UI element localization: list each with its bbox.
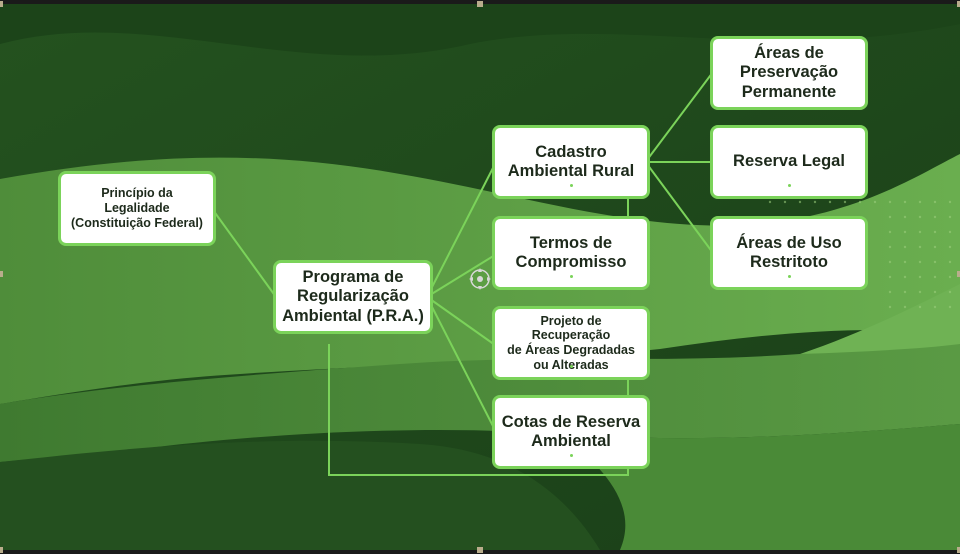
node-areas-uso-restrito[interactable]: Áreas de Uso Restritoto: [710, 216, 868, 290]
node-text-line: Reserva Legal: [733, 152, 845, 171]
link-pra-prad: [429, 298, 496, 346]
node-text-line: Compromisso: [515, 253, 627, 271]
resize-handle-bottom-right[interactable]: [957, 547, 960, 553]
move-handle-icon[interactable]: [469, 268, 491, 290]
node-text-line: (Constituição Federal): [71, 215, 203, 230]
node-text-line: Preservação: [739, 63, 839, 82]
resize-handle-top-center[interactable]: [477, 1, 483, 7]
resize-handle-top-left[interactable]: [0, 1, 3, 7]
node-text-line: Ambiental (P.R.A.): [282, 306, 424, 325]
node-text-line: Programa de: [302, 267, 404, 286]
node-text-line: Ambiental: [531, 432, 611, 450]
node-text-line: Áreas de: [754, 43, 824, 62]
connector-lines: [212, 71, 714, 476]
node-text-line: Princípio da Legalidade: [101, 186, 173, 216]
node-programa-regularizacao[interactable]: Programa de Regularização Ambiental (P.R…: [273, 260, 433, 334]
node-areas-preservacao-permanente[interactable]: Áreas de Preservação Permanente: [710, 36, 868, 110]
node-text-line: Restritoto: [750, 253, 828, 271]
resize-handle-middle-left[interactable]: [0, 271, 3, 277]
node-connector-dot: [570, 184, 573, 187]
node-text-line: Áreas de Uso: [736, 233, 842, 252]
resize-handle-bottom-center[interactable]: [477, 547, 483, 553]
node-principio-legalidade[interactable]: Princípio da Legalidade (Constituição Fe…: [58, 171, 216, 246]
link-pra-termos: [429, 254, 496, 296]
link-pra-bracket: [328, 344, 629, 476]
node-text-line: Cadastro: [535, 142, 607, 161]
resize-handle-bottom-left[interactable]: [0, 547, 3, 553]
node-reserva-legal[interactable]: Reserva Legal: [710, 125, 868, 199]
node-connector-dot: [570, 275, 573, 278]
resize-handle-middle-right[interactable]: [957, 271, 960, 277]
node-connector-dot: [788, 184, 791, 187]
node-connector-dot: [570, 454, 573, 457]
link-pra-cotas: [429, 302, 496, 431]
node-text-line: de Áreas Degradadas: [507, 343, 635, 357]
node-text-line: Termos de: [529, 233, 613, 252]
link-car-aur: [646, 163, 714, 254]
link-car-app: [646, 71, 714, 161]
diagram-canvas: Princípio da Legalidade (Constituição Fe…: [0, 4, 960, 550]
node-text-line: Projeto de Recuperação: [531, 313, 611, 343]
node-cadastro-ambiental-rural[interactable]: Cadastro Ambiental Rural: [492, 125, 650, 199]
node-text-line: Regularização: [297, 287, 409, 306]
node-text-line: Permanente: [741, 82, 837, 101]
resize-handle-top-right[interactable]: [957, 1, 960, 7]
node-connector-dot: [788, 275, 791, 278]
node-cotas-reserva-ambiental[interactable]: Cotas de Reserva Ambiental: [492, 395, 650, 469]
node-text-line: Ambiental Rural: [507, 162, 635, 180]
node-projeto-recuperacao[interactable]: Projeto de Recuperação de Áreas Degradad…: [492, 306, 650, 380]
node-text-line: ou Alteradas: [533, 357, 609, 372]
node-text-line: Cotas de Reserva: [501, 412, 641, 431]
link-legalidade-pra: [212, 209, 277, 298]
node-termos-compromisso[interactable]: Termos de Compromisso: [492, 216, 650, 290]
link-pra-car: [429, 163, 496, 292]
node-connector-dot: [570, 365, 573, 368]
